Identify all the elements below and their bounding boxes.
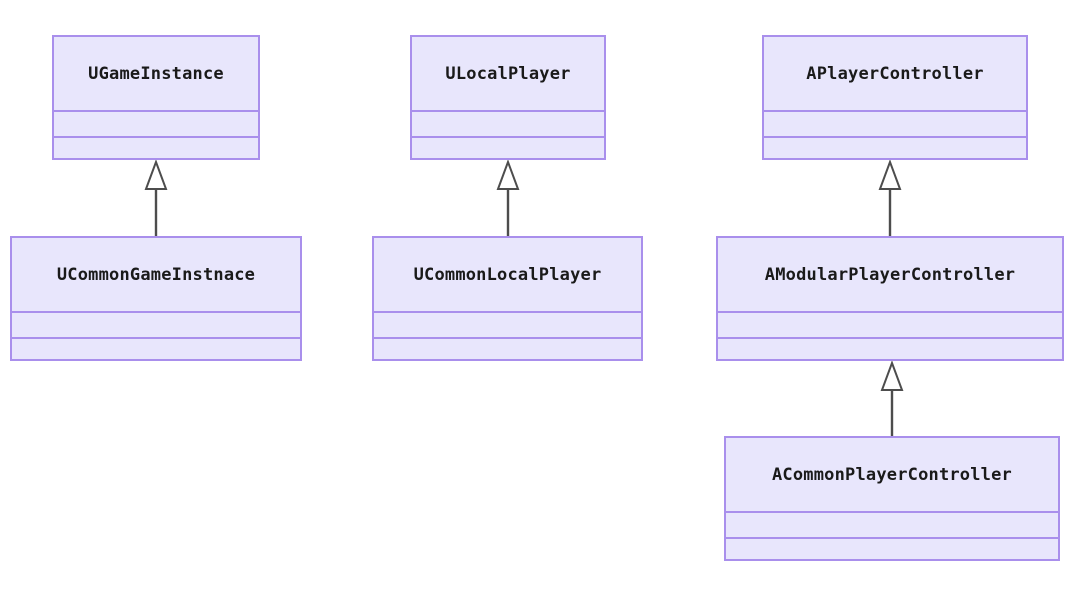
generalization-arrowhead-icon bbox=[880, 360, 904, 391]
uml-class-ulocalplayer[interactable]: ULocalPlayer bbox=[410, 35, 606, 160]
class-attributes-ucommonlocalplayer bbox=[374, 311, 641, 337]
class-attributes-amodularplayercontroller bbox=[718, 311, 1062, 337]
class-attributes-ugameinstance bbox=[54, 110, 258, 136]
class-operations-amodularplayercontroller bbox=[718, 337, 1062, 361]
uml-class-ugameinstance[interactable]: UGameInstance bbox=[52, 35, 260, 160]
class-name-ucommonlocalplayer: UCommonLocalPlayer bbox=[413, 264, 602, 285]
generalization-arrowhead-icon bbox=[496, 159, 520, 190]
class-attributes-ulocalplayer bbox=[412, 110, 604, 136]
uml-class-amodularplayercontroller[interactable]: AModularPlayerController bbox=[716, 236, 1064, 361]
class-name-aplayercontroller: APlayerController bbox=[806, 63, 984, 84]
class-attributes-ucommongameinstnace bbox=[12, 311, 300, 337]
class-name-acommonplayercontroller: ACommonPlayerController bbox=[771, 464, 1012, 485]
class-operations-ucommongameinstnace bbox=[12, 337, 300, 361]
class-operations-ucommonlocalplayer bbox=[374, 337, 641, 361]
class-operations-acommonplayercontroller bbox=[726, 537, 1058, 561]
class-name-ucommongameinstnace: UCommonGameInstnace bbox=[56, 264, 256, 285]
class-name-ugameinstance: UGameInstance bbox=[88, 63, 224, 84]
generalization-arrowhead-icon bbox=[144, 159, 168, 190]
generalization-ucommongameinstnace-to-ugameinstance bbox=[144, 159, 168, 236]
uml-class-ucommongameinstnace[interactable]: UCommonGameInstnace bbox=[10, 236, 302, 361]
class-name-ulocalplayer: ULocalPlayer bbox=[445, 63, 571, 84]
generalization-arrowhead-icon bbox=[878, 159, 902, 190]
generalization-amodularplayercontroller-to-aplayercontroller bbox=[878, 159, 902, 236]
class-operations-ugameinstance bbox=[54, 136, 258, 160]
class-attributes-aplayercontroller bbox=[764, 110, 1026, 136]
generalization-acommonplayercontroller-to-amodularplayercontroller bbox=[880, 360, 904, 436]
class-operations-ulocalplayer bbox=[412, 136, 604, 160]
generalization-ucommonlocalplayer-to-ulocalplayer bbox=[496, 159, 520, 236]
class-operations-aplayercontroller bbox=[764, 136, 1026, 160]
uml-class-acommonplayercontroller[interactable]: ACommonPlayerController bbox=[724, 436, 1060, 561]
uml-class-ucommonlocalplayer[interactable]: UCommonLocalPlayer bbox=[372, 236, 643, 361]
class-attributes-acommonplayercontroller bbox=[726, 511, 1058, 537]
class-name-amodularplayercontroller: AModularPlayerController bbox=[764, 264, 1016, 285]
uml-class-aplayercontroller[interactable]: APlayerController bbox=[762, 35, 1028, 160]
